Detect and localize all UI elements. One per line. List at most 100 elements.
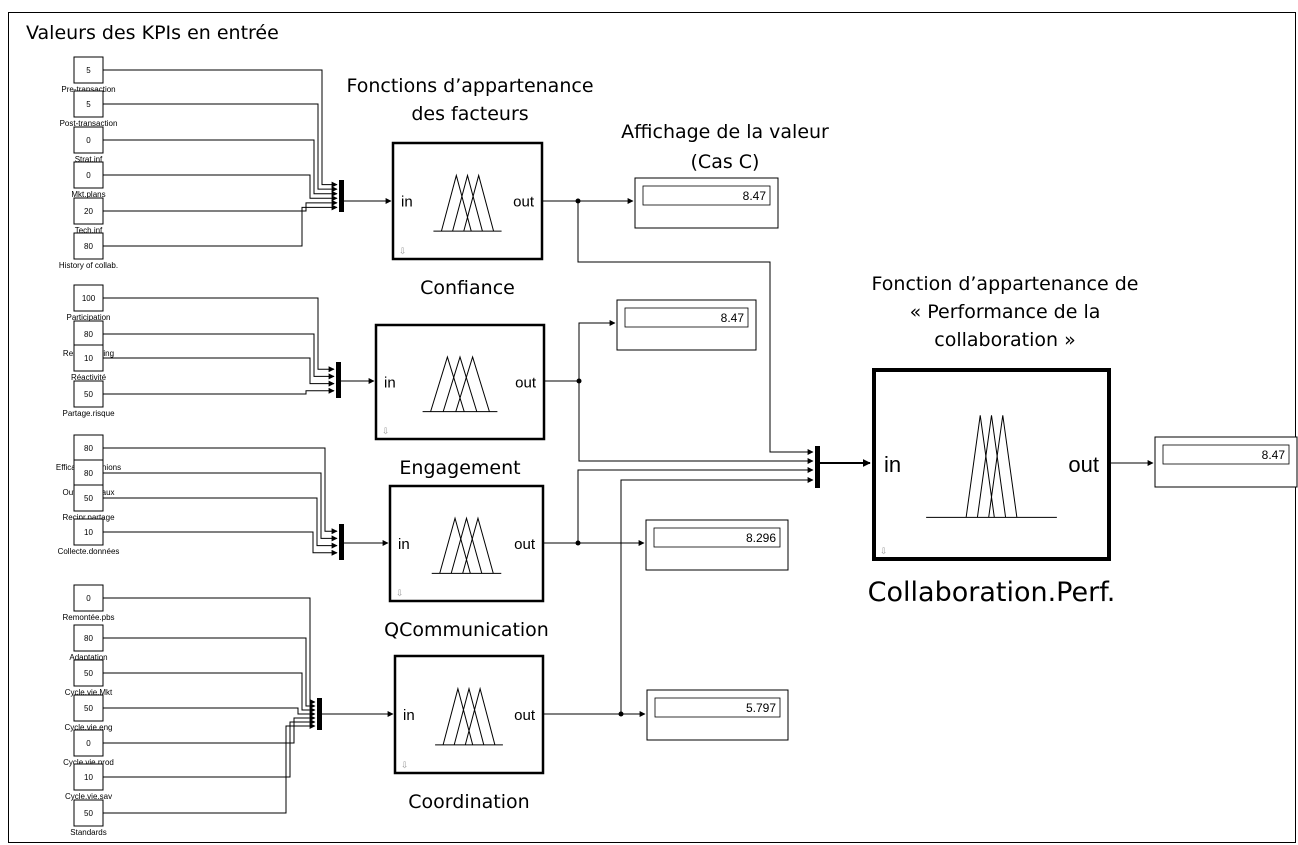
constant-block-frame[interactable]: [73, 56, 104, 84]
constant-block-frame[interactable]: [73, 434, 104, 462]
to-main-mux-line: [620, 477, 814, 714]
input-signal-line: [103, 387, 335, 395]
constant-value: 80: [84, 242, 93, 251]
input-signal-line: [103, 637, 316, 709]
mux-block[interactable]: [339, 524, 344, 560]
constant-block-frame[interactable]: [73, 763, 104, 791]
fuzzy-block-frame[interactable]: [872, 368, 1111, 561]
constant-block-frame[interactable]: [73, 459, 104, 487]
input-signal-line: [103, 297, 335, 373]
constant-value: 80: [84, 469, 93, 478]
mux-block[interactable]: [339, 180, 344, 212]
input-signal-line: [103, 531, 338, 556]
constant-value: 0: [86, 739, 91, 748]
constant-block-frame[interactable]: [73, 694, 104, 722]
display-block[interactable]: 8.47: [634, 177, 779, 229]
constant-value: 50: [84, 669, 93, 678]
constant-block-frame[interactable]: [73, 624, 104, 652]
display-value-box: [642, 185, 771, 206]
constant-block-frame[interactable]: [73, 161, 104, 189]
display-block[interactable]: 5.797: [646, 689, 789, 741]
constant-value: 5: [86, 66, 91, 75]
out-port-label: out: [1068, 452, 1099, 477]
membership-triangle: [439, 516, 471, 574]
constant-value: 10: [84, 528, 93, 537]
constant-block-frame[interactable]: [73, 484, 104, 512]
constant-label: Cycle.vie.Mkt: [65, 688, 113, 697]
constant-value: 5: [86, 100, 91, 109]
membership-triangle: [440, 173, 472, 232]
display-block[interactable]: 8.296: [645, 519, 789, 571]
constant-block-frame[interactable]: [73, 380, 104, 408]
constant-block-frame[interactable]: [73, 90, 104, 118]
constant-block-frame[interactable]: [73, 284, 104, 312]
constant-label: Remontée.pbs: [62, 613, 114, 622]
constant-block-frame[interactable]: [73, 197, 104, 225]
out-port-label: out: [514, 536, 536, 553]
constant-value: 10: [84, 773, 93, 782]
constant-block-frame[interactable]: [73, 799, 104, 827]
constant-value: 0: [86, 594, 91, 603]
fuzzy-block-frame[interactable]: [391, 141, 544, 261]
mux-block[interactable]: [317, 698, 322, 730]
constant-label: Pre-transaction: [61, 85, 115, 94]
block-name: Engagement: [399, 457, 520, 479]
input-signal-line: [103, 357, 335, 387]
out-port-label: out: [513, 193, 535, 210]
constant-label: Recipr.partage: [62, 513, 115, 522]
branch-point: [618, 711, 624, 717]
constant-label: Partage.risque: [62, 409, 115, 418]
mux-block[interactable]: [336, 362, 341, 398]
fuzzy-block-frame[interactable]: [388, 484, 545, 603]
constant-block-frame[interactable]: [73, 584, 104, 612]
block-name: QCommunication: [384, 619, 549, 641]
block-corner-icon: ⇩: [880, 547, 888, 557]
constant-block-frame[interactable]: [73, 126, 104, 154]
input-signal-line: [103, 672, 316, 713]
constant-label: Réactivité: [71, 373, 107, 382]
membership-functions-icon: [431, 516, 502, 574]
input-signal-line: [103, 103, 338, 193]
membership-triangle: [965, 415, 995, 518]
input-signal-line: [103, 597, 316, 705]
constant-block-frame[interactable]: [73, 729, 104, 757]
constant-value: 50: [84, 494, 93, 503]
constant-value: 80: [84, 444, 93, 453]
display-block[interactable]: 8.47: [1154, 436, 1298, 488]
constant-block-frame[interactable]: [73, 344, 104, 372]
main-mux-block[interactable]: [815, 446, 820, 488]
branch-point: [576, 378, 582, 384]
display-block[interactable]: 8.47: [616, 299, 757, 351]
fuzzy-block-frame[interactable]: [374, 323, 546, 441]
input-signal-line: [103, 707, 316, 717]
display-value: 8.47: [721, 311, 745, 325]
constant-block-frame[interactable]: [73, 659, 104, 687]
constant-block-frame[interactable]: [73, 232, 104, 260]
constant-block-frame[interactable]: [73, 518, 104, 546]
in-port-label: in: [403, 707, 415, 724]
fuzzy-block-frame[interactable]: [393, 654, 545, 775]
